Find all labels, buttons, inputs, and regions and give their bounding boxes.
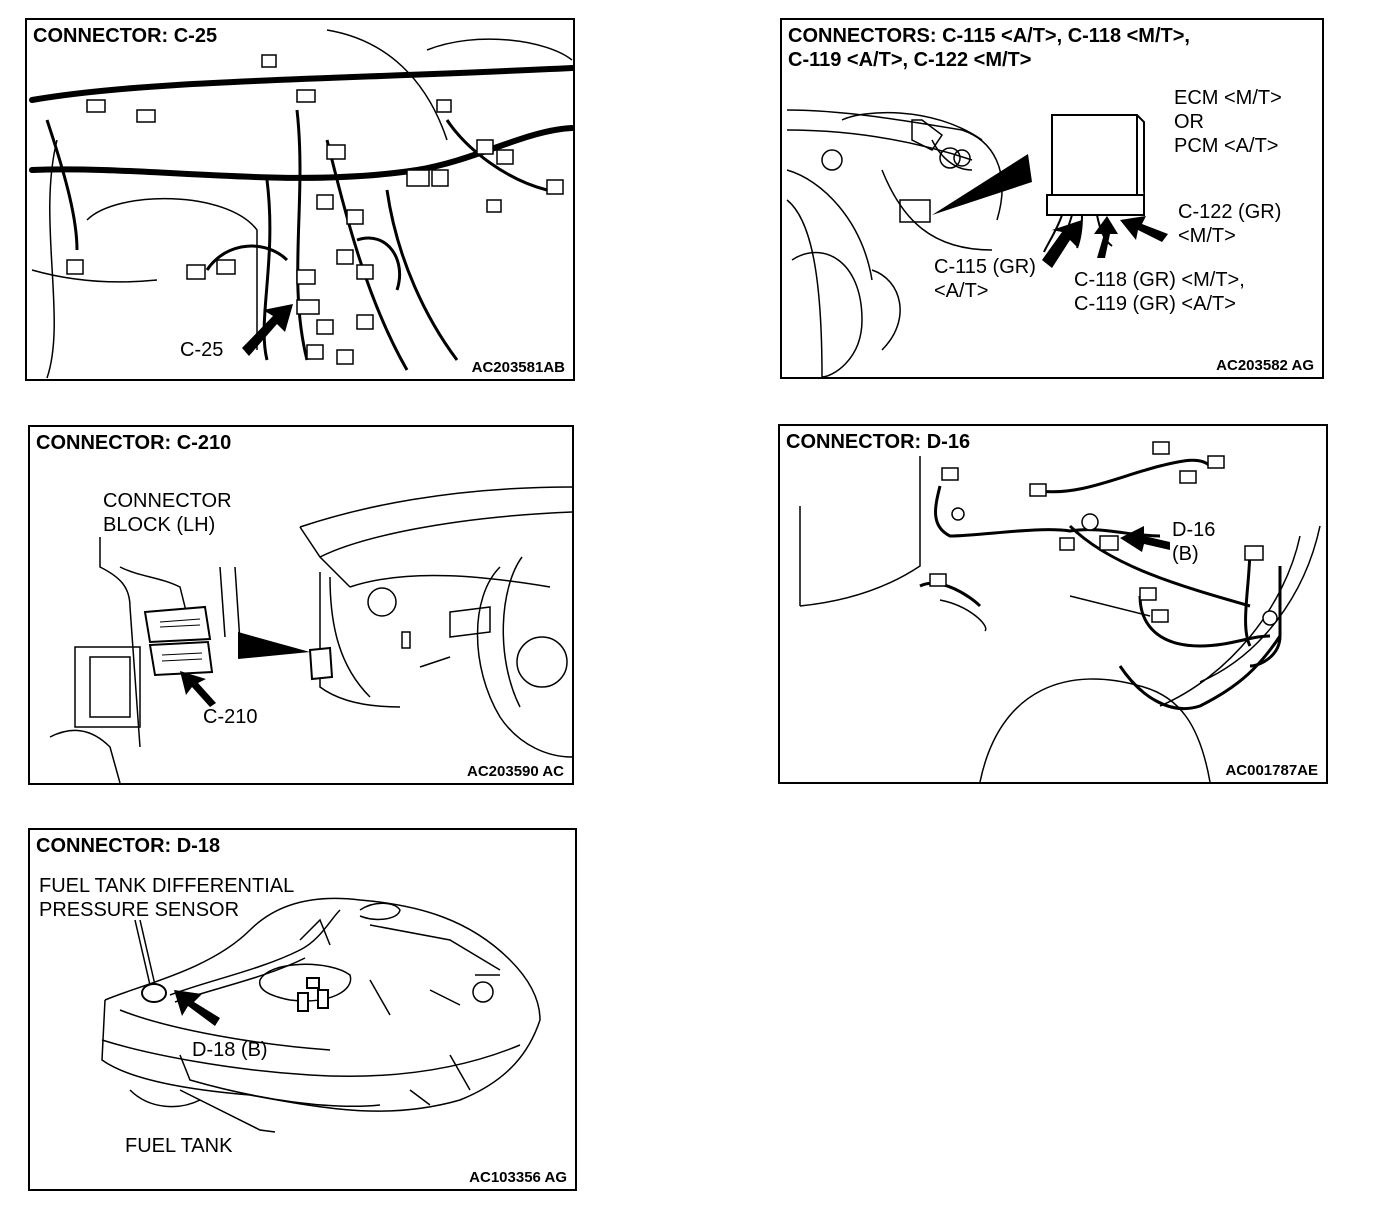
illustration-code: AC203582 AG bbox=[1216, 357, 1314, 374]
ecm-label: ECM <M/T> bbox=[1174, 87, 1282, 109]
d16-connector-label: D-16 (B) bbox=[1172, 518, 1215, 566]
panel-title-line2: C-119 <A/T>, C-122 <M/T> bbox=[788, 49, 1032, 71]
d18-connector-label: D-18 (B) bbox=[192, 1039, 268, 1061]
panel-title-line1: CONNECTORS: C-115 <A/T>, C-118 <M/T>, bbox=[788, 25, 1190, 47]
panel-connector-c210: CONNECTOR: C-210 CONNECTOR BLOCK (LH) C-… bbox=[28, 425, 574, 785]
c118-c119-label: C-118 (GR) <M/T>, C-119 (GR) <A/T> bbox=[1074, 268, 1245, 316]
c115-label: C-115 (GR) <A/T> bbox=[934, 255, 1036, 303]
panel-title: CONNECTOR: D-18 bbox=[36, 835, 221, 857]
pcm-label: PCM <A/T> bbox=[1174, 135, 1279, 157]
fuel-tank-illustration bbox=[101, 897, 541, 1133]
d16-label-line1: D-16 bbox=[1172, 519, 1216, 541]
c119-label: C-119 (GR) <A/T> bbox=[1074, 293, 1236, 315]
connector-block-label: CONNECTOR BLOCK (LH) bbox=[103, 489, 232, 537]
sensor-label-line1: FUEL TANK DIFFERENTIAL bbox=[39, 875, 295, 897]
illustration-code: AC001787AE bbox=[1225, 762, 1318, 779]
c122-label-line1: C-122 (GR) bbox=[1178, 201, 1282, 223]
d16-label-line2: (B) bbox=[1172, 543, 1199, 565]
c25-connector-label: C-25 bbox=[180, 339, 224, 361]
panel-connector-c25: CONNECTOR: C-25 C-25 AC203581AB bbox=[25, 18, 575, 381]
illustration-code: AC103356 AG bbox=[469, 1169, 567, 1186]
fuel-tank-label: FUEL TANK bbox=[125, 1135, 233, 1157]
sensor-label-line2: PRESSURE SENSOR bbox=[39, 899, 240, 921]
illustration-code: AC203590 AC bbox=[467, 763, 564, 780]
c25-harness-illustration bbox=[29, 29, 573, 379]
connector-block-label-line1: CONNECTOR bbox=[103, 490, 232, 512]
or-label: OR bbox=[1174, 111, 1204, 133]
c115-label-line2: <A/T> bbox=[934, 280, 989, 302]
connector-block-label-line2: BLOCK (LH) bbox=[103, 514, 216, 536]
panel-connector-d16: CONNECTOR: D-16 D-16 (B) AC001787AE bbox=[778, 424, 1328, 784]
panel-title: CONNECTOR: C-25 bbox=[33, 25, 218, 47]
floor-harness-illustration bbox=[799, 441, 1321, 782]
panel-title: CONNECTORS: C-115 <A/T>, C-118 <M/T>, C-… bbox=[788, 24, 1190, 72]
ecm-pcm-label: ECM <M/T> OR PCM <A/T> bbox=[1174, 86, 1282, 158]
c115-label-line1: C-115 (GR) bbox=[934, 256, 1036, 278]
ecm-illustration bbox=[786, 109, 1168, 377]
c118-label: C-118 (GR) <M/T>, bbox=[1074, 269, 1245, 291]
fuel-tank-sensor-label: FUEL TANK DIFFERENTIAL PRESSURE SENSOR bbox=[39, 874, 294, 922]
panel-connectors-c115: CONNECTORS: C-115 <A/T>, C-118 <M/T>, C-… bbox=[780, 18, 1324, 379]
illustration-code: AC203581AB bbox=[471, 359, 565, 376]
panel-title: CONNECTOR: C-210 bbox=[36, 432, 232, 454]
c210-connector-label: C-210 bbox=[203, 706, 258, 728]
c122-label-line2: <M/T> bbox=[1178, 225, 1236, 247]
connector-block-illustration bbox=[49, 486, 572, 783]
c122-label: C-122 (GR) <M/T> bbox=[1178, 200, 1281, 248]
panel-title: CONNECTOR: D-16 bbox=[786, 431, 971, 453]
panel-connector-d18: CONNECTOR: D-18 FUEL TANK DIFFERENTIAL P… bbox=[28, 828, 577, 1191]
